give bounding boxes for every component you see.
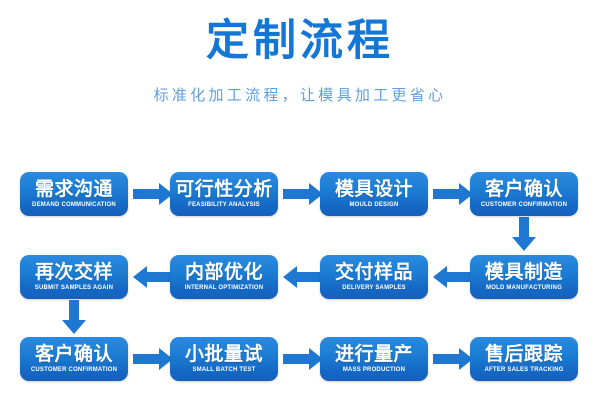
arrow-head (309, 183, 323, 205)
arrow-head (283, 266, 297, 288)
flow-step-label-cn: 小批量试 (184, 342, 263, 365)
arrow-shaft (133, 354, 159, 364)
arrow-head (433, 266, 447, 288)
arrow-shaft (447, 272, 473, 282)
arrow-head (459, 183, 473, 205)
arrow-right-icon (283, 183, 323, 205)
flow-step-after-sales-tracking[interactable]: 售后跟踪 AFTER SALES TRACKING (470, 337, 578, 381)
flow-row-3: 客户确认 CUSTOMER CONFIRMATION 小批量试 SMALL BA… (0, 337, 600, 381)
flow-step-internal-optimization[interactable]: 内部优化 INTERNAL OPTIMIZATION (170, 255, 278, 299)
arrow-right-icon (433, 183, 473, 205)
flow-step-small-batch-test[interactable]: 小批量试 SMALL BATCH TEST (170, 337, 278, 381)
flow-step-submit-samples-again[interactable]: 再次交样 SUBMIT SAMPLES AGAIN (20, 255, 128, 299)
flow-step-label-en: AFTER SALES TRACKING (484, 367, 564, 374)
flow-step-mass-production[interactable]: 进行量产 MASS PRODUCTION (320, 337, 428, 381)
flow-step-label-en: MOULD DESIGN (349, 202, 399, 209)
flow-step-label-en: INTERNAL OPTIMIZATION (184, 285, 264, 292)
flow-step-label-cn: 客户确认 (34, 342, 113, 365)
arrow-shaft (433, 354, 459, 364)
arrow-head (309, 348, 323, 370)
flow-step-label-cn: 客户确认 (484, 177, 563, 200)
flow-step-label-cn: 交付样品 (334, 260, 413, 283)
flow-step-label-cn: 再次交样 (34, 260, 113, 283)
arrow-head (159, 183, 173, 205)
flow-step-label-en: SMALL BATCH TEST (192, 367, 256, 374)
page-title: 定制流程 (206, 16, 394, 66)
flow-step-customer-confirmation-1[interactable]: 客户确认 CUSTOMER CONFIRMATION (470, 172, 578, 216)
arrow-shaft (519, 217, 529, 237)
arrow-shaft (283, 354, 309, 364)
flow-step-label-cn: 模具制造 (484, 260, 563, 283)
flow-step-mold-manufacturing[interactable]: 模具制造 MOLD MANUFACTURING (470, 255, 578, 299)
flow-step-label-en: CUSTOMER CONFIRMATION (480, 202, 568, 209)
flow-step-demand-communication[interactable]: 需求沟通 DEMAND COMMUNICATION (20, 172, 128, 216)
arrow-shaft (433, 189, 459, 199)
flow-step-label-cn: 需求沟通 (34, 177, 113, 200)
arrow-left-icon (133, 266, 173, 288)
arrow-left-icon (433, 266, 473, 288)
arrow-head (512, 237, 536, 251)
arrow-shaft (297, 272, 323, 282)
arrow-head (133, 266, 147, 288)
arrow-down-icon (62, 300, 86, 334)
arrow-head (459, 348, 473, 370)
flow-step-label-en: SUBMIT SAMPLES AGAIN (34, 285, 114, 292)
flow-step-feasibility-analysis[interactable]: 可行性分析 FEASIBILITY ANALYSIS (170, 172, 278, 216)
flow-step-label-cn: 模具设计 (334, 177, 413, 200)
flow-step-label-en: DEMAND COMMUNICATION (32, 202, 116, 209)
flow-step-label-cn: 售后跟踪 (484, 342, 563, 365)
flow-row-2: 再次交样 SUBMIT SAMPLES AGAIN 内部优化 INTERNAL … (0, 255, 600, 299)
arrow-shaft (69, 300, 79, 320)
flow-step-label-en: MASS PRODUCTION (342, 367, 406, 374)
arrow-right-icon (283, 348, 323, 370)
flow-step-label-cn: 可行性分析 (175, 177, 273, 200)
arrow-shaft (283, 189, 309, 199)
flow-step-label-en: FEASIBILITY ANALYSIS (188, 202, 260, 209)
page-subtitle: 标准化加工流程，让模具加工更省心 (153, 86, 447, 104)
flow-step-label-en: DELIVERY SAMPLES (342, 285, 406, 292)
flow-step-label-cn: 内部优化 (184, 260, 263, 283)
flow-step-customer-confirmation-2[interactable]: 客户确认 CUSTOMER CONFIRMATION (20, 337, 128, 381)
arrow-shaft (147, 272, 173, 282)
flow-step-label-cn: 进行量产 (334, 342, 413, 365)
flow-row-1: 需求沟通 DEMAND COMMUNICATION 可行性分析 FEASIBIL… (0, 172, 600, 216)
arrow-shaft (133, 189, 159, 199)
arrow-right-icon (133, 348, 173, 370)
arrow-right-icon (133, 183, 173, 205)
flow-step-label-en: MOLD MANUFACTURING (486, 285, 562, 292)
flow-step-mould-design[interactable]: 模具设计 MOULD DESIGN (320, 172, 428, 216)
arrow-right-icon (433, 348, 473, 370)
flow-step-delivery-samples[interactable]: 交付样品 DELIVERY SAMPLES (320, 255, 428, 299)
flow-step-label-en: CUSTOMER CONFIRMATION (30, 367, 118, 374)
arrow-head (159, 348, 173, 370)
arrow-down-icon (512, 217, 536, 251)
arrow-left-icon (283, 266, 323, 288)
header: 定制流程 标准化加工流程，让模具加工更省心 (0, 0, 600, 105)
arrow-head (62, 320, 86, 334)
